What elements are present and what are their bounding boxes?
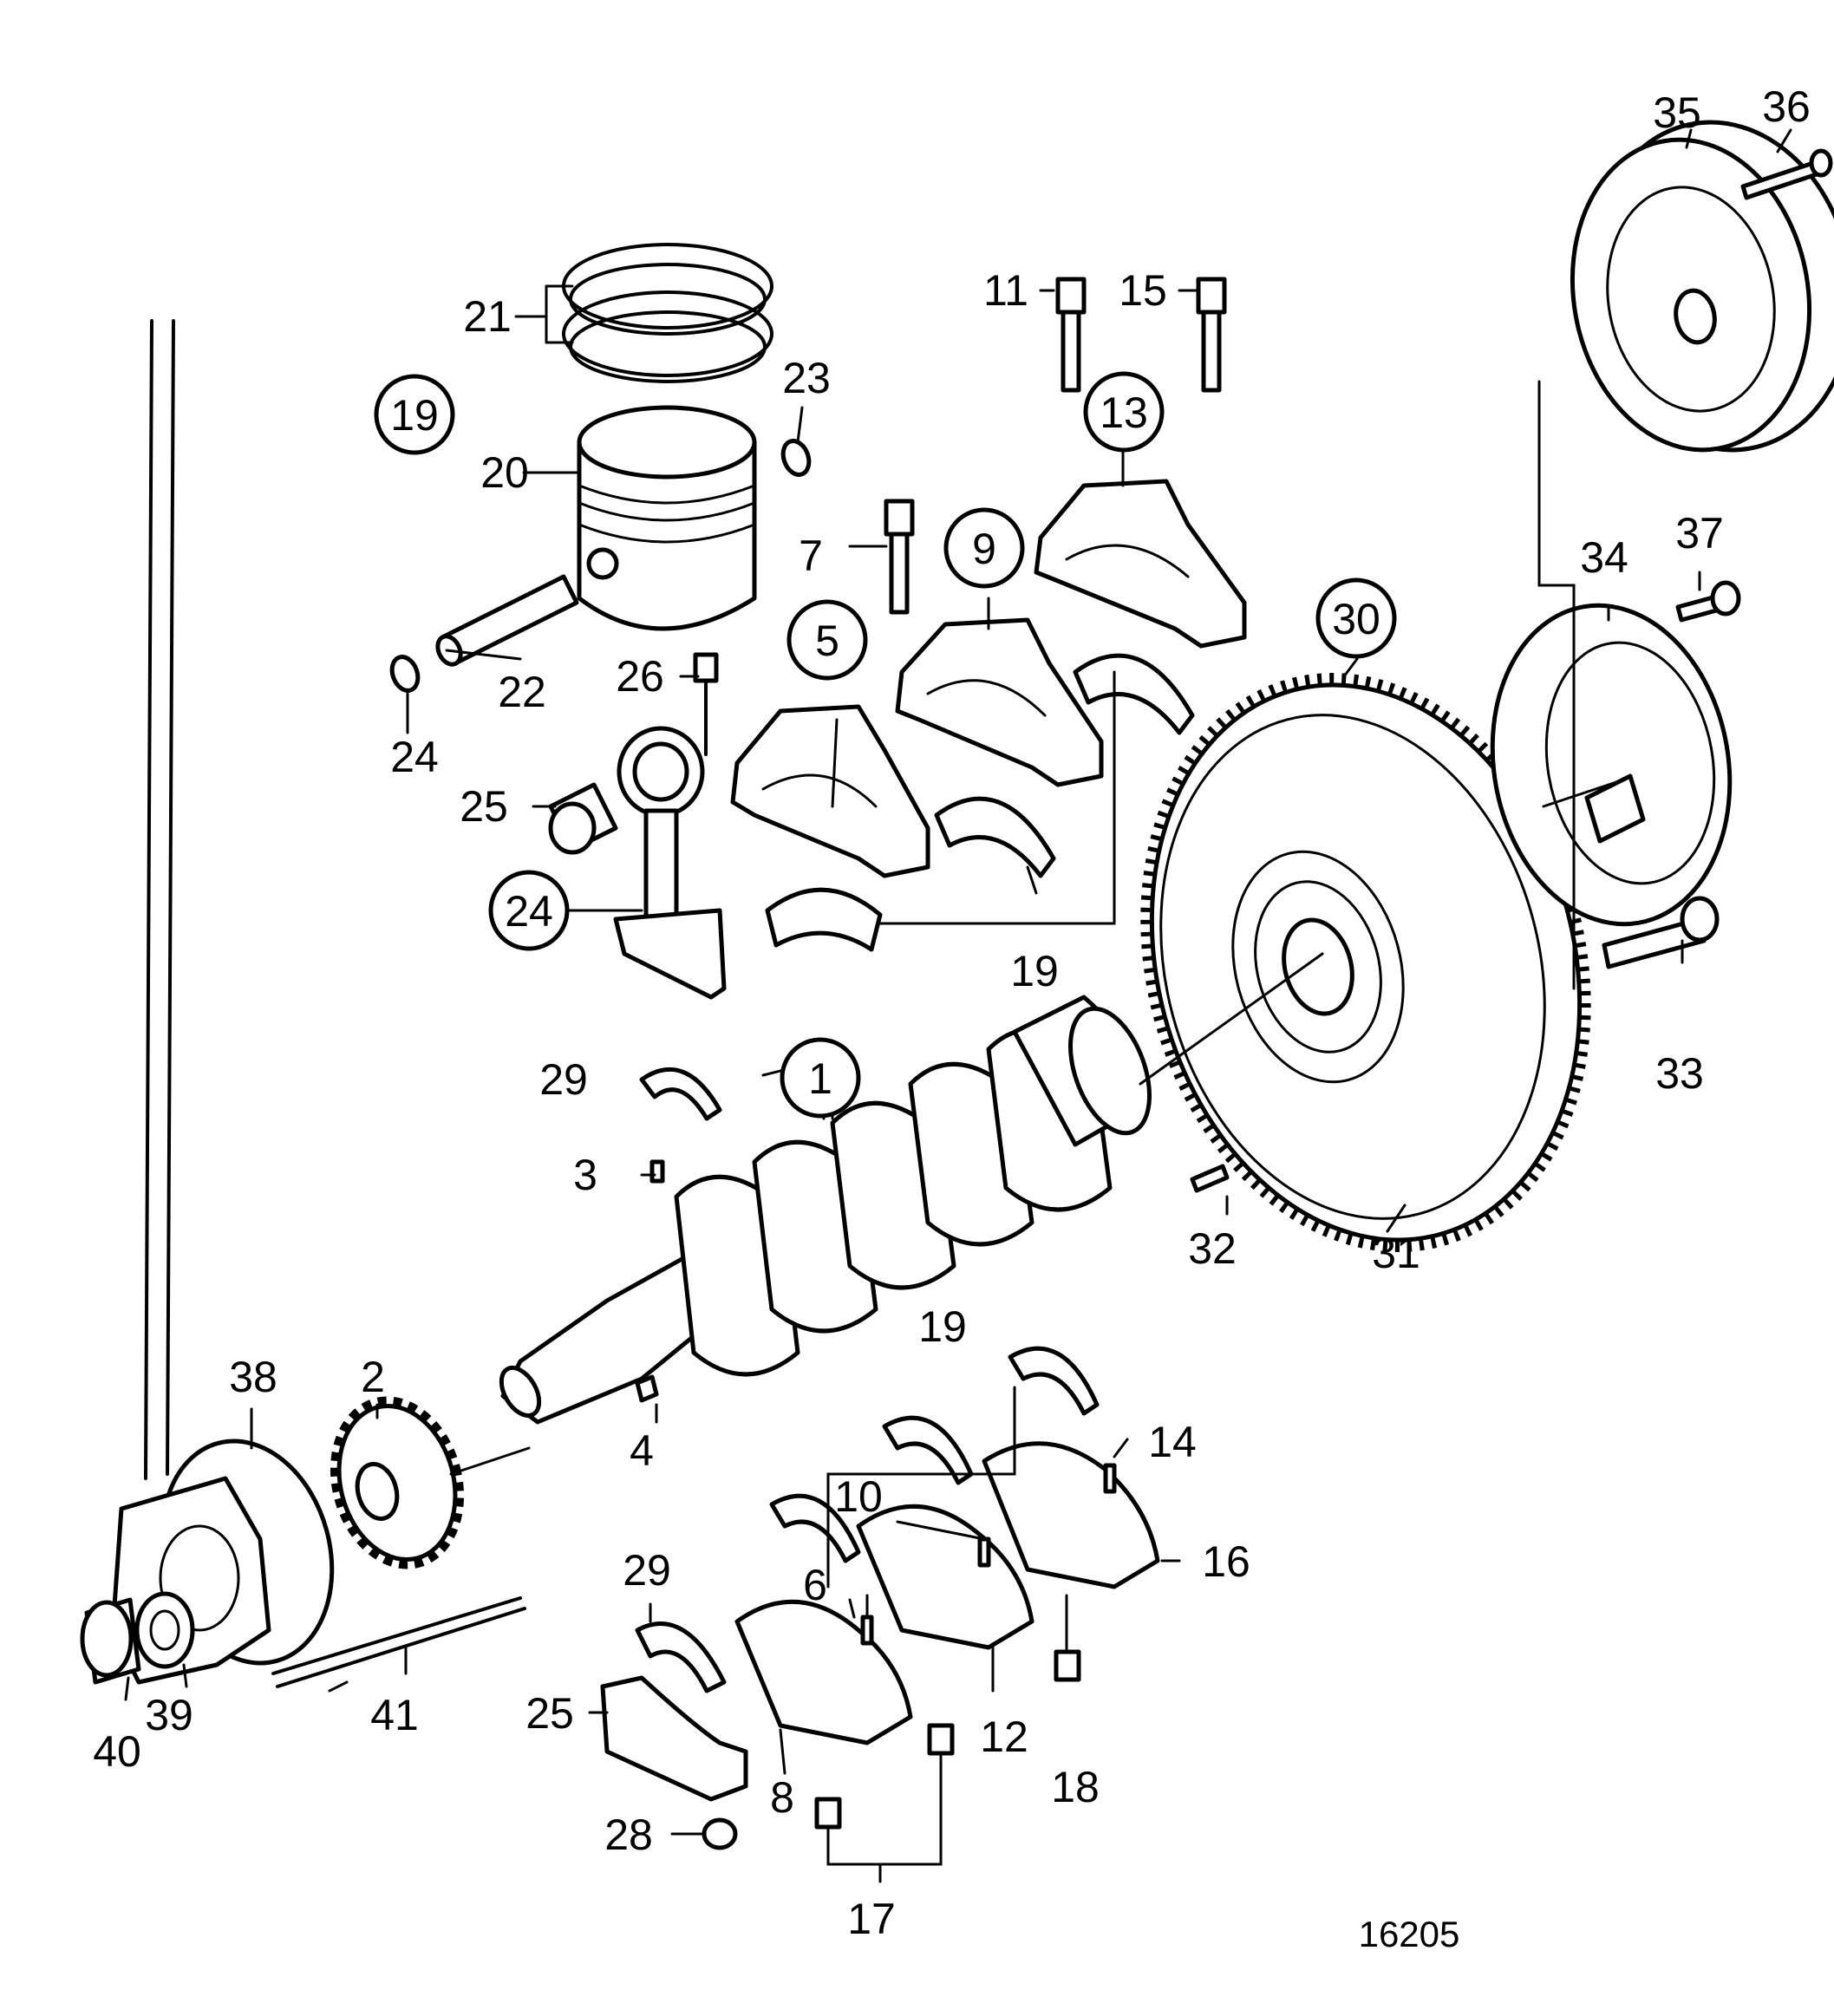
main-bearing-cap-9: [895, 617, 1104, 787]
piston-pin: [435, 574, 579, 667]
callout-34: 34: [1580, 533, 1628, 582]
callout-13: 13: [1100, 388, 1148, 437]
crankshaft: [499, 995, 1152, 1425]
drive-belt: [144, 319, 526, 1688]
crankshaft-keys: [635, 1159, 665, 1403]
callout-28: 28: [604, 1810, 653, 1859]
bearing-shells-lower: [769, 1346, 1100, 1563]
callout-25-lower: 25: [525, 1689, 574, 1738]
piston: [577, 405, 757, 631]
coupling: [1570, 120, 1834, 453]
callout-31: 31: [1372, 1229, 1420, 1277]
callout-labels: 19 5 9 13 24 1 30 21 20 23 22 24 26 25 7…: [93, 82, 1811, 1943]
conrod-bolt: [693, 652, 719, 756]
callout-2: 2: [361, 1353, 385, 1401]
callout-38: 38: [229, 1353, 277, 1401]
callout-33: 33: [1655, 1049, 1704, 1098]
callout-9: 9: [972, 525, 996, 573]
callout-15: 15: [1119, 266, 1167, 315]
lower-bearing-cap-12: [856, 1504, 1034, 1650]
callout-35: 35: [1653, 88, 1701, 137]
flywheel-bolts: [1602, 148, 1833, 969]
conrod-bearing-shells: [635, 1067, 727, 1693]
callout-24-top: 23: [782, 354, 831, 402]
callout-3: 3: [573, 1151, 597, 1199]
callout-27: 26: [616, 652, 664, 701]
callout-29-lower: 29: [623, 1546, 671, 1595]
flywheel-dowel: [1190, 1164, 1230, 1193]
connecting-rod: [613, 726, 727, 1000]
callout-30: 30: [1332, 595, 1380, 643]
callout-20: 19: [390, 391, 439, 440]
callout-40: 40: [93, 1727, 141, 1776]
callout-24-left: 24: [390, 733, 439, 781]
callout-36: 36: [1762, 82, 1811, 131]
callout-23: 22: [498, 668, 546, 716]
flex-plate: [1490, 603, 1733, 927]
callout-12: 12: [980, 1713, 1028, 1761]
callout-18: 18: [1051, 1763, 1100, 1811]
conrod-nut: [702, 1817, 738, 1850]
callout-4: 4: [630, 1426, 654, 1475]
callout-39: 39: [145, 1691, 193, 1739]
callout-41: 41: [370, 1691, 419, 1739]
callout-26: 25: [460, 782, 508, 831]
callout-7: 7: [799, 532, 823, 580]
callout-5: 5: [815, 617, 839, 665]
main-bearing-bolts-upper: [884, 277, 1227, 615]
callout-1: 1: [808, 1054, 832, 1103]
callout-6: 6: [803, 1561, 827, 1609]
vibration-damper: [110, 1439, 335, 1685]
washer-and-nut: [80, 1591, 195, 1685]
circlips: [389, 439, 812, 693]
callout-14: 14: [1148, 1418, 1197, 1466]
callout-8: 8: [770, 1773, 794, 1822]
callout-19-lower: 19: [918, 1302, 967, 1351]
callout-19-upper: 19: [1010, 947, 1059, 995]
callout-16: 16: [1202, 1537, 1250, 1586]
main-bearing-cap-13: [1034, 479, 1247, 649]
callout-32: 32: [1188, 1224, 1237, 1273]
callout-11: 11: [983, 266, 1028, 315]
callout-37: 37: [1675, 509, 1724, 558]
callout-17: 17: [847, 1895, 896, 1943]
callout-10: 10: [834, 1472, 883, 1521]
small-end-bushing: [548, 782, 618, 855]
bearing-shells-upper: [765, 653, 1195, 952]
main-bearing-cap-5: [730, 704, 930, 878]
callout-21: 20: [480, 448, 529, 497]
callout-circles: [374, 371, 1397, 1119]
crankshaft-gear: [330, 1396, 465, 1569]
callout-29-upper: 29: [539, 1055, 588, 1104]
conrod-lower-cap: [600, 1675, 748, 1802]
callout-22: 21: [463, 292, 512, 341]
piston-rings: [562, 243, 773, 383]
lower-bearing-cap-8: [734, 1599, 913, 1745]
figure-number: 16205: [1359, 1914, 1460, 1954]
callout-25-circled: 24: [505, 887, 553, 936]
